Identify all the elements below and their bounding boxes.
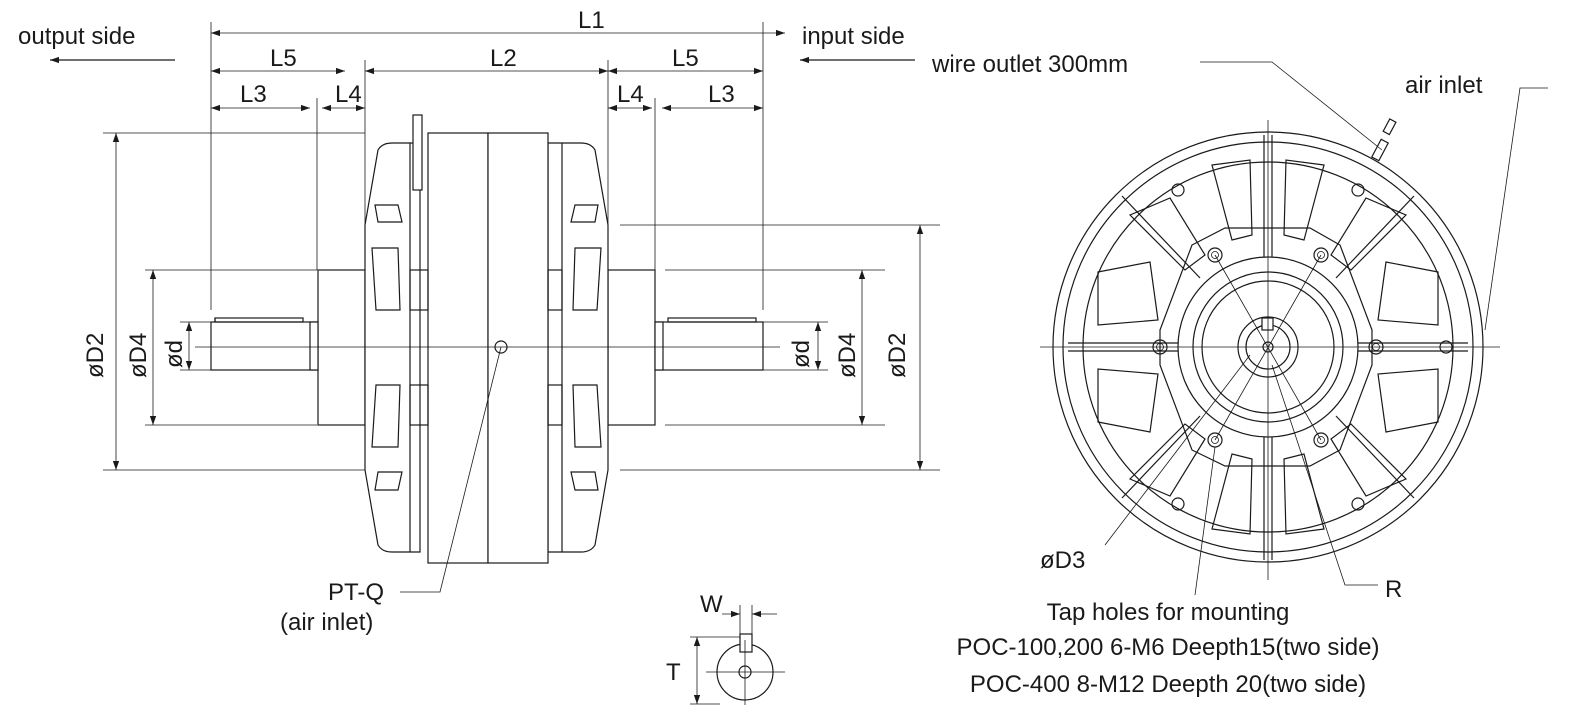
front-view (1040, 61, 1548, 596)
air-inlet-label: air inlet (1405, 72, 1483, 99)
D2-right-label: øD2 (884, 333, 911, 378)
keyway-T-label: T (666, 659, 681, 686)
L2-label: L2 (490, 45, 517, 72)
labels: output side input side L1 L5 L2 L5 L3 L4… (18, 7, 1483, 698)
L4-right-label: L4 (617, 81, 644, 108)
L3-left-label: L3 (240, 81, 267, 108)
L3-right-label: L3 (708, 81, 735, 108)
keyway-W-label: W (700, 591, 723, 618)
keyway-detail (690, 605, 785, 705)
vent-windows (1097, 159, 1439, 535)
D3-label: øD3 (1040, 547, 1085, 574)
ptq-note-label: (air inlet) (280, 609, 373, 636)
tap-holes-title: Tap holes for mounting (1047, 599, 1290, 626)
clutch-body (210, 114, 764, 564)
R-label: R (1385, 576, 1402, 603)
output-side-label: output side (18, 23, 135, 50)
L1-label: L1 (578, 7, 605, 34)
input-side-label: input side (802, 23, 905, 50)
tap-holes-line2: POC-400 8-M12 Deepth 20(two side) (970, 671, 1366, 698)
wire-outlet-label: wire outlet 300mm (931, 51, 1128, 78)
L5-left-label: L5 (270, 45, 297, 72)
side-view (50, 22, 940, 593)
D4-left-label: øD4 (125, 333, 152, 378)
d-left-label: ød (161, 340, 188, 368)
ptq-label: PT-Q (328, 579, 384, 606)
D2-left-label: øD2 (82, 333, 109, 378)
D4-right-label: øD4 (834, 333, 861, 378)
L4-left-label: L4 (335, 81, 362, 108)
d-right-label: ød (788, 340, 815, 368)
spokes (1068, 135, 1468, 560)
tap-holes-line1: POC-100,200 6-M6 Deepth15(two side) (957, 634, 1380, 661)
L5-right-label: L5 (672, 45, 699, 72)
